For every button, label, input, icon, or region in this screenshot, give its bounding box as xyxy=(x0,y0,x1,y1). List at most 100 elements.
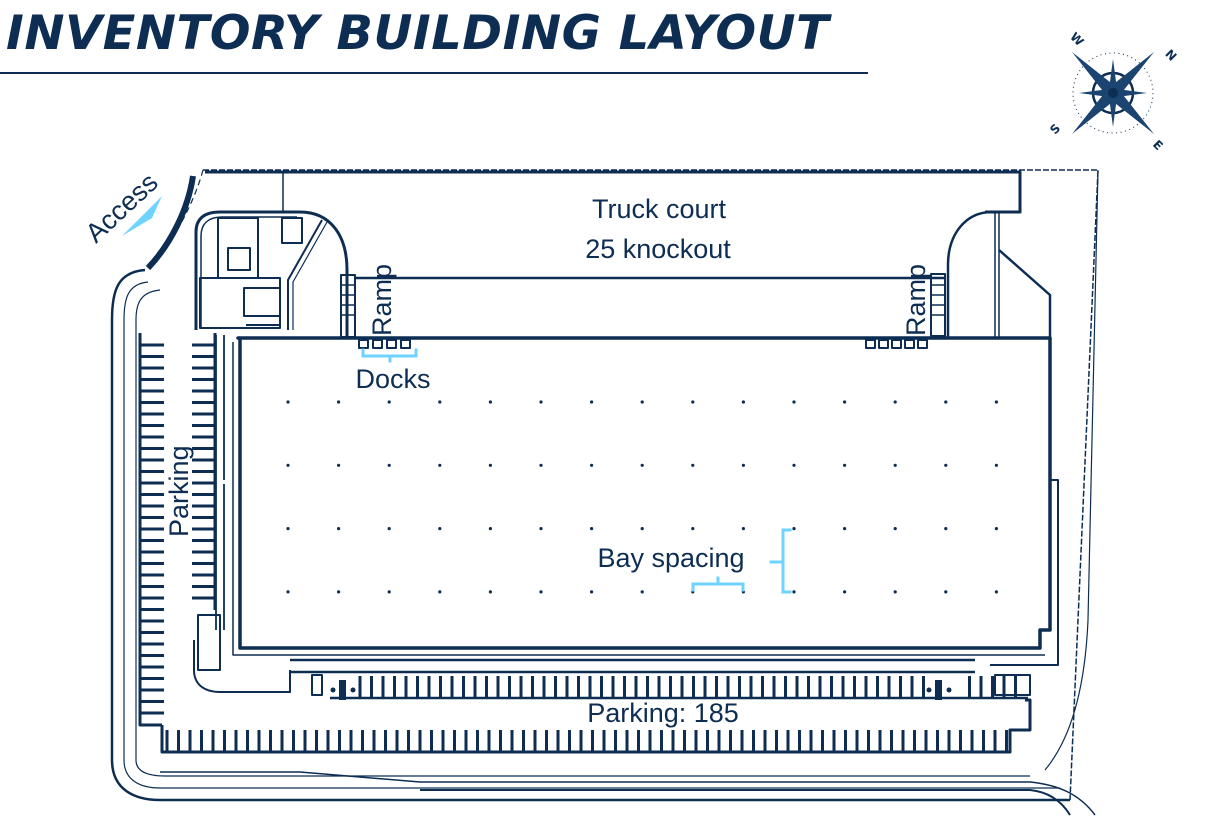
docks-bracket xyxy=(361,348,418,363)
building-column xyxy=(590,590,594,594)
building-column xyxy=(741,463,746,467)
building-column xyxy=(893,527,897,531)
warehouse xyxy=(232,336,1059,666)
south-parking-top-row xyxy=(358,676,1017,698)
perimeter-road xyxy=(110,169,1099,816)
building-column xyxy=(387,590,391,594)
compass-south-label: S xyxy=(1047,121,1063,137)
dock-door xyxy=(891,339,902,349)
main-parking-label: Parking: 185 xyxy=(587,698,739,728)
dock-door xyxy=(358,339,369,349)
building-column xyxy=(893,590,897,594)
building-column xyxy=(843,400,847,404)
bay-spacing-horizontal-bracket xyxy=(691,576,745,592)
building-column xyxy=(438,527,442,531)
compass-rose xyxy=(1071,51,1155,135)
accessible-stalls xyxy=(330,680,952,700)
building-column xyxy=(539,590,543,594)
building-column xyxy=(286,527,290,531)
building-column xyxy=(286,400,290,404)
building-column xyxy=(286,590,290,594)
page-title: INVENTORY BUILDING LAYOUT xyxy=(6,6,830,61)
building-column xyxy=(944,463,948,467)
office-block xyxy=(194,210,349,338)
building-column xyxy=(741,400,746,404)
dock-doors xyxy=(358,339,928,349)
dock-door xyxy=(865,339,876,349)
building-column xyxy=(337,590,341,594)
building-column xyxy=(792,400,796,404)
ramp-left-label: Ramp xyxy=(367,264,397,336)
ramp-right-label: Ramp xyxy=(901,264,931,336)
building-column xyxy=(387,463,391,467)
truck-court-knockout-label: 25 knockout xyxy=(585,234,731,264)
building-column xyxy=(640,400,644,404)
compass-north-label: N xyxy=(1162,47,1179,64)
building-column xyxy=(488,590,492,594)
compass-east-label: E xyxy=(1150,137,1166,153)
building-column xyxy=(438,590,442,594)
building-column xyxy=(488,527,492,531)
building-column xyxy=(640,527,644,531)
building-column xyxy=(640,590,644,594)
building-column xyxy=(741,527,746,531)
side-parking-curb xyxy=(138,333,162,727)
building-column xyxy=(539,463,543,467)
dock-door xyxy=(386,339,397,349)
south-parking-curb xyxy=(160,698,1032,754)
dock-door xyxy=(904,339,915,349)
south-rooms xyxy=(290,658,1031,696)
building-column xyxy=(691,463,695,467)
building-column xyxy=(944,527,948,531)
docks-label: Docks xyxy=(355,364,430,394)
building-column xyxy=(843,463,847,467)
title-underline xyxy=(0,72,868,74)
south-parking-bottom-row xyxy=(165,730,1008,752)
building-column xyxy=(640,463,644,467)
compass-west-label: W xyxy=(1067,30,1086,49)
west-rooms xyxy=(193,335,291,693)
column-grid xyxy=(286,400,999,594)
side-parking-lot xyxy=(140,343,215,715)
truck-court xyxy=(205,170,1022,280)
building-column xyxy=(337,463,341,467)
dock-door xyxy=(917,339,928,349)
building-column xyxy=(337,400,341,404)
building-column xyxy=(590,400,594,404)
truck-court-label: Truck court xyxy=(592,194,727,224)
building-column xyxy=(994,590,999,594)
building-column xyxy=(438,463,442,467)
building-column xyxy=(691,400,695,404)
building-column xyxy=(994,527,999,531)
building-column xyxy=(893,400,897,404)
bay-spacing-label: Bay spacing xyxy=(597,543,744,573)
building-column xyxy=(590,463,594,467)
building-column xyxy=(488,400,492,404)
northeast-block xyxy=(930,210,1052,338)
bay-spacing-vertical-bracket xyxy=(769,528,792,594)
building-column xyxy=(539,400,543,404)
building-column xyxy=(994,400,999,404)
building-column xyxy=(792,590,796,594)
building-column xyxy=(438,400,442,404)
building-column xyxy=(994,463,999,467)
building-column xyxy=(893,463,897,467)
building-column xyxy=(286,463,290,467)
access-gate xyxy=(145,175,196,271)
building-column xyxy=(539,527,543,531)
building-column xyxy=(944,590,948,594)
building-column xyxy=(337,527,341,531)
building-column xyxy=(488,463,492,467)
building-column xyxy=(387,527,391,531)
building-column xyxy=(843,590,847,594)
building-column xyxy=(944,400,948,404)
dock-door xyxy=(878,339,889,349)
dock-door xyxy=(372,339,383,349)
building-column xyxy=(691,527,695,531)
building-column xyxy=(387,400,391,404)
building-column xyxy=(792,527,796,531)
access-arrow xyxy=(122,196,162,236)
building-column xyxy=(792,463,796,467)
dock-door xyxy=(400,339,411,349)
